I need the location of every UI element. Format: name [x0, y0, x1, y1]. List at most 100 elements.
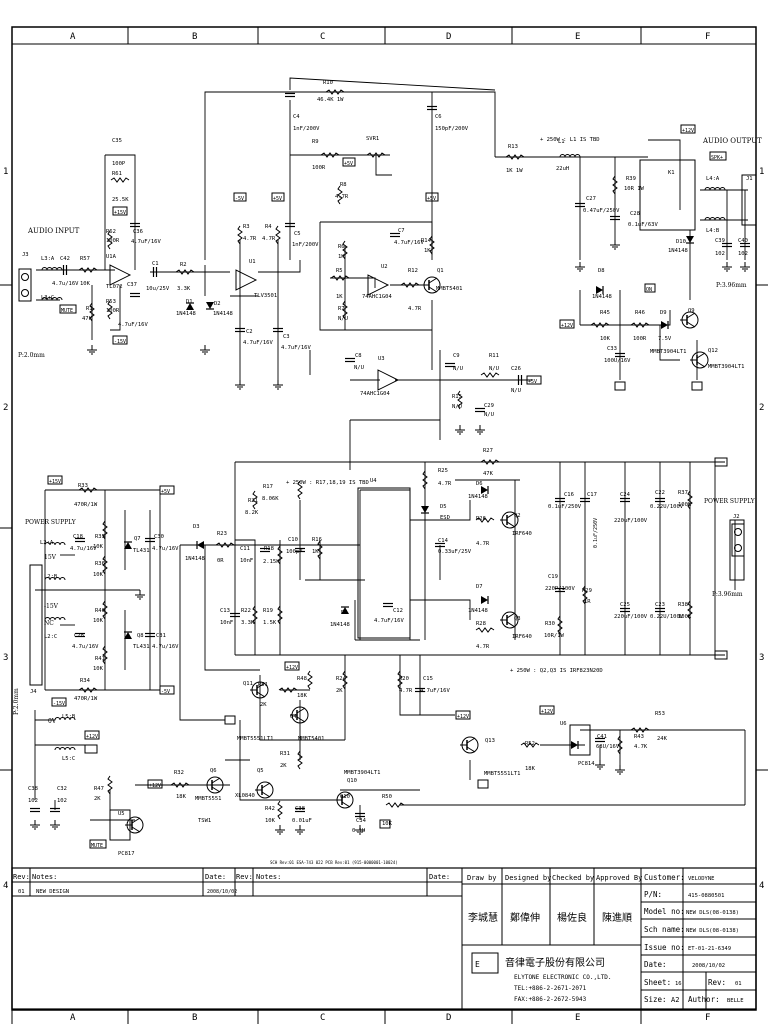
svg-text:220uF/100V: 220uF/100V	[614, 518, 648, 524]
col-label-b-bottom: B	[192, 1013, 197, 1023]
svg-text:C29: C29	[484, 403, 494, 409]
svg-text:1K: 1K	[338, 254, 345, 260]
svg-text:L5:B: L5:B	[62, 714, 76, 720]
svg-text:3.3K: 3.3K	[177, 286, 191, 292]
svg-text:0.1uF/250V: 0.1uF/250V	[593, 518, 599, 548]
svg-text:1N4148: 1N4148	[176, 311, 196, 317]
svg-text:470R/1W: 470R/1W	[74, 696, 98, 702]
svg-text:J4: J4	[30, 689, 37, 695]
svg-text:C23: C23	[655, 602, 665, 608]
svg-text:100R: 100R	[106, 308, 120, 314]
svg-text:XL0840: XL0840	[235, 793, 255, 799]
svg-text:C31: C31	[156, 633, 166, 639]
svg-text:4.7u/16V: 4.7u/16V	[52, 281, 79, 287]
svg-text:1N4148: 1N4148	[592, 294, 612, 300]
svg-text:C28: C28	[74, 633, 84, 639]
svg-text:R24: R24	[336, 676, 347, 682]
svg-text:10K: 10K	[93, 572, 104, 578]
svg-text:R30: R30	[545, 621, 555, 627]
svg-text:18K: 18K	[176, 794, 187, 800]
svg-text:MMBT3904LT1: MMBT3904LT1	[344, 770, 380, 776]
svg-text:R25: R25	[438, 468, 448, 474]
svg-text:D2: D2	[214, 301, 221, 307]
svg-text:C2: C2	[246, 329, 253, 335]
svg-text:0.1uF/250V: 0.1uF/250V	[548, 504, 582, 510]
svg-text:Q7: Q7	[134, 536, 141, 542]
schematic-name-value: NEW DLS(08-0138)	[686, 928, 739, 934]
row-label-4-right: 4	[759, 881, 764, 891]
power-supply-left-title: POWER SUPPLY	[25, 519, 77, 526]
svg-text:R13: R13	[508, 144, 518, 150]
svg-text:+12V: +12V	[149, 783, 161, 789]
svg-text:Q10: Q10	[347, 778, 357, 784]
svg-text:Q10: Q10	[340, 794, 350, 800]
svg-text:Q12: Q12	[708, 348, 718, 354]
row-label-2: 2	[3, 403, 8, 413]
svg-text:R39: R39	[626, 176, 636, 182]
svg-text:R27: R27	[483, 448, 493, 454]
svg-text:1.5K: 1.5K	[263, 620, 277, 626]
svg-text:8.06K: 8.06K	[262, 496, 279, 502]
svg-text:10K: 10K	[93, 544, 104, 550]
svg-text:ON: ON	[646, 287, 652, 293]
svg-text:TLV3501: TLV3501	[254, 293, 277, 299]
svg-text:+12V: +12V	[286, 665, 298, 671]
svg-text:D3: D3	[193, 524, 200, 530]
svg-text:Issue no:: Issue no:	[644, 943, 685, 952]
svg-text:R50: R50	[382, 794, 392, 800]
svg-text:C41: C41	[597, 734, 607, 740]
svg-text:R43: R43	[634, 734, 644, 740]
svg-text:N/U: N/U	[489, 366, 499, 372]
svg-text:R4: R4	[265, 224, 272, 230]
svg-text:IRF640: IRF640	[512, 531, 532, 537]
svg-text:E: E	[475, 960, 480, 969]
part-number-value: 415-0880501	[688, 893, 724, 899]
approved-by-name: 陳進順	[602, 912, 632, 924]
company-name-chinese: 音律電子股份有限公司	[505, 956, 605, 969]
col-label-e-bottom: E	[575, 1013, 580, 1023]
svg-text:SVR1: SVR1	[366, 136, 379, 142]
svg-text:Draw by: Draw by	[467, 874, 497, 882]
svg-text:R35: R35	[95, 534, 105, 540]
svg-text:R6: R6	[338, 244, 345, 250]
svg-text:102: 102	[715, 251, 725, 257]
svg-text:+5V: +5V	[273, 196, 282, 202]
svg-text:J1: J1	[746, 176, 753, 182]
svg-text:Q13: Q13	[485, 738, 495, 744]
note-l1: + 250W : L1 IS TBD	[540, 137, 600, 143]
svg-text:10nF: 10nF	[240, 558, 253, 564]
svg-text:100P: 100P	[112, 161, 126, 167]
issue-number-value: ET-01-21-6349	[688, 946, 731, 952]
svg-text:P/N:: P/N:	[644, 890, 662, 899]
sch-reference: SCH Rev:01 ESA-743 022 PCB Rev:01 (915-0…	[270, 860, 398, 865]
svg-text:100R: 100R	[106, 238, 120, 244]
svg-text:10R 1W: 10R 1W	[624, 186, 645, 192]
svg-text:R28: R28	[476, 621, 486, 627]
sheet-value: 16	[675, 981, 682, 987]
svg-text:MMBT5551LT1: MMBT5551LT1	[484, 771, 520, 777]
svg-text:U5: U5	[118, 811, 125, 817]
svg-text:C9: C9	[453, 353, 460, 359]
svg-text:0V: 0V	[48, 718, 57, 725]
svg-text:U1: U1	[249, 259, 256, 265]
svg-text:4.7uF/16V: 4.7uF/16V	[243, 340, 273, 346]
svg-text:-15V: -15V	[53, 701, 65, 707]
k1-relay-body	[639, 159, 696, 231]
svg-text:2K: 2K	[280, 763, 287, 769]
row-label-4: 4	[3, 881, 8, 891]
svg-text:Q5: Q5	[257, 768, 264, 774]
svg-text:R10: R10	[323, 80, 333, 86]
svg-text:4.7uF/16V: 4.7uF/16V	[394, 240, 424, 246]
svg-text:74AHC1G04: 74AHC1G04	[360, 391, 390, 397]
svg-text:-5V: -5V	[235, 196, 244, 202]
company-fax: FAX:+886-2-2672-5943	[514, 996, 587, 1003]
audio-output-title: AUDIO OUTPUT	[702, 137, 762, 145]
checked-by-name: 楊佐良	[557, 911, 587, 924]
svg-text:Q9: Q9	[688, 308, 695, 314]
svg-text:4.7uF/16V: 4.7uF/16V	[281, 345, 311, 351]
svg-text:C19: C19	[548, 574, 558, 580]
power-supply-right-title: POWER SUPPLY	[704, 498, 756, 505]
svg-text:R33: R33	[78, 483, 88, 489]
col-label-c-bottom: C	[320, 1013, 325, 1023]
